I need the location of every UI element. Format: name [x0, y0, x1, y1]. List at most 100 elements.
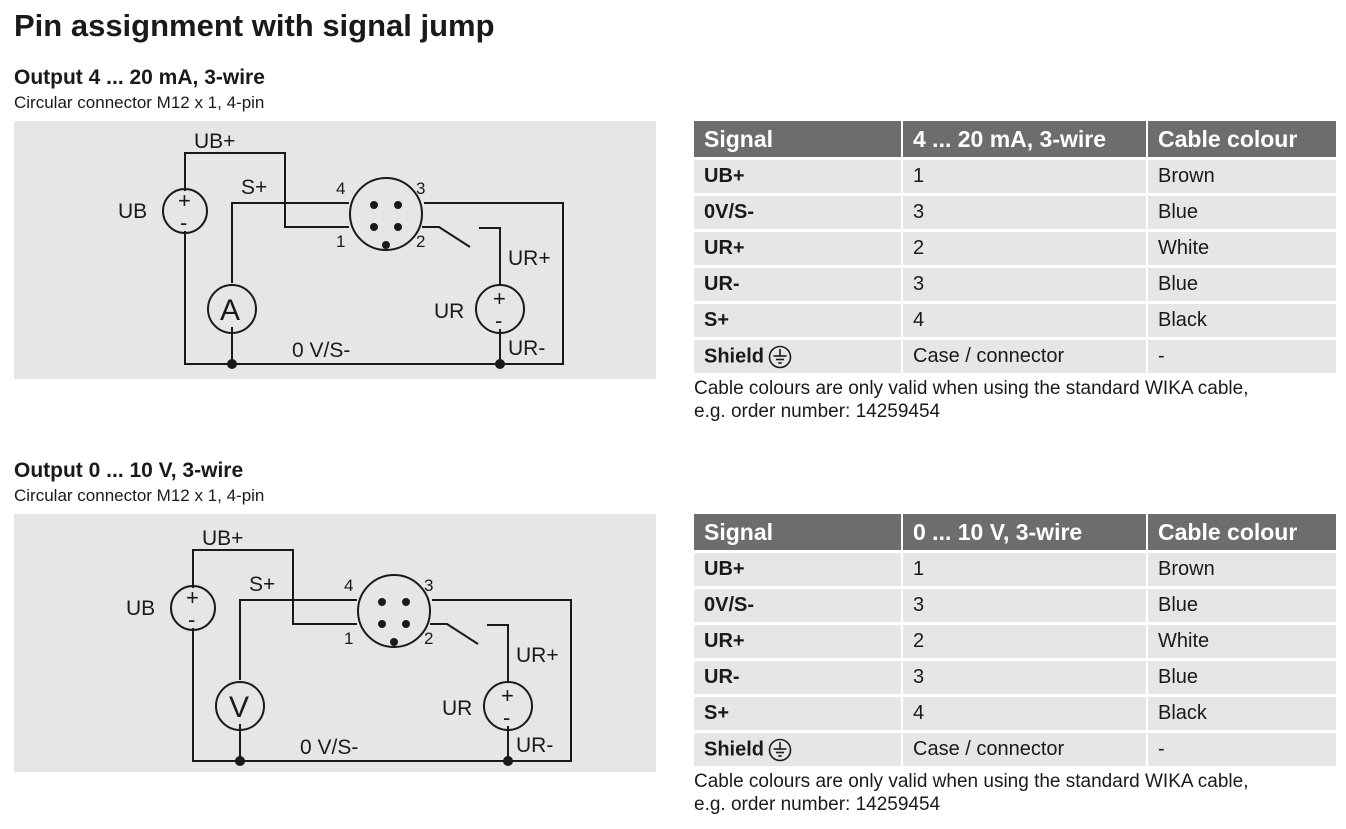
header-signal: Signal	[694, 121, 903, 157]
wiring-schematic: UB+ UB + - S+ 4 3 1 2 V UR+ UR + - UR- 0…	[126, 527, 572, 766]
label-ub: UB	[126, 597, 155, 620]
voltmeter-icon: V	[229, 691, 249, 724]
source-plus-sign: +	[178, 188, 191, 213]
label-ur-minus: UR-	[508, 337, 545, 360]
label-ub: UB	[118, 200, 147, 223]
section-heading-current-output: Output 4 ... 20 mA, 3-wire	[14, 66, 265, 89]
table-row: UR+ 2 White	[694, 622, 1336, 658]
wiring-schematic: UB+ UB + - S+ 4 3 1 2 A UR+ UR + - UR- 0…	[118, 130, 564, 369]
label-pin-3: 3	[424, 576, 433, 595]
signal-cell: UB+	[694, 157, 903, 193]
colour-cell: Black	[1148, 301, 1336, 337]
pin-cell: 3	[903, 658, 1148, 694]
table-row: Shield Case / connector -	[694, 337, 1336, 373]
pin-cell: 3	[903, 193, 1148, 229]
header-cable-colour: Cable colour	[1148, 121, 1336, 157]
signal-cell: UR-	[694, 265, 903, 301]
pin-cell: 1	[903, 157, 1148, 193]
note-line: e.g. order number: 14259454	[694, 401, 941, 422]
label-pin-1: 1	[336, 232, 345, 251]
signal-label: Shield	[704, 344, 765, 367]
colour-cell: Blue	[1148, 658, 1336, 694]
load-plus-sign: +	[493, 286, 506, 311]
signal-cell: 0V/S-	[694, 193, 903, 229]
wiring-diagram-voltage-output: UB+ UB + - S+ 4 3 1 2 V UR+ UR + - UR- 0…	[14, 514, 656, 772]
colour-cell: Blue	[1148, 193, 1336, 229]
source-plus-sign: +	[186, 585, 199, 610]
ammeter-icon: A	[220, 294, 240, 327]
pin-cell: 4	[903, 694, 1148, 730]
note-line: Cable colours are only valid when using …	[694, 771, 1249, 792]
header-output: 0 ... 10 V, 3-wire	[903, 514, 1148, 550]
label-ur-plus: UR+	[508, 247, 551, 270]
label-pin-4: 4	[336, 179, 345, 198]
label-s-plus: S+	[249, 573, 275, 596]
cable-note-voltage-output: Cable colours are only valid when using …	[694, 770, 1248, 816]
pin-cell: 2	[903, 229, 1148, 265]
pin-cell: 4	[903, 301, 1148, 337]
table-row: S+ 4 Black	[694, 694, 1336, 730]
load-minus-sign: -	[503, 705, 510, 730]
section-heading-voltage-output: Output 0 ... 10 V, 3-wire	[14, 459, 244, 482]
load-plus-sign: +	[501, 683, 514, 708]
colour-cell: White	[1148, 229, 1336, 265]
pin-assignment-table-current-output: Signal 4 ... 20 mA, 3-wire Cable colour …	[694, 121, 1336, 373]
source-minus-sign: -	[188, 607, 195, 632]
signal-cell: S+	[694, 301, 903, 337]
label-ur: UR	[434, 300, 464, 323]
pin-cell: 3	[903, 586, 1148, 622]
signal-cell-shield: Shield	[694, 730, 903, 766]
label-pin-3: 3	[416, 179, 425, 198]
label-pin-2: 2	[424, 629, 433, 648]
section-subheading-current-output: Circular connector M12 x 1, 4-pin	[14, 93, 265, 112]
signal-cell: UR+	[694, 622, 903, 658]
table-row: Shield Case / connector -	[694, 730, 1336, 766]
colour-cell: Brown	[1148, 157, 1336, 193]
signal-cell: S+	[694, 694, 903, 730]
colour-cell: -	[1148, 337, 1336, 373]
signal-cell-shield: Shield	[694, 337, 903, 373]
colour-cell: Brown	[1148, 550, 1336, 586]
colour-cell: -	[1148, 730, 1336, 766]
wiring-diagram-current-output: UB+ UB + - S+ 4 3 1 2 A UR+ UR + - UR- 0…	[14, 121, 656, 379]
colour-cell: Black	[1148, 694, 1336, 730]
label-pin-4: 4	[344, 576, 353, 595]
header-output: 4 ... 20 mA, 3-wire	[903, 121, 1148, 157]
label-pin-2: 2	[416, 232, 425, 251]
section-subheading-voltage-output: Circular connector M12 x 1, 4-pin	[14, 486, 265, 505]
load-minus-sign: -	[495, 308, 502, 333]
label-ub-plus: UB+	[194, 130, 235, 153]
pin-cell: 2	[903, 622, 1148, 658]
header-cable-colour: Cable colour	[1148, 514, 1336, 550]
header-signal: Signal	[694, 514, 903, 550]
pin-cell: Case / connector	[903, 730, 1148, 766]
table-row: UR- 3 Blue	[694, 265, 1336, 301]
cable-note-current-output: Cable colours are only valid when using …	[694, 377, 1248, 423]
pin-cell: 1	[903, 550, 1148, 586]
table-row: 0V/S- 3 Blue	[694, 586, 1336, 622]
table-row: 0V/S- 3 Blue	[694, 193, 1336, 229]
colour-cell: White	[1148, 622, 1336, 658]
label-ub-plus: UB+	[202, 527, 243, 550]
label-ur-plus: UR+	[516, 644, 559, 667]
signal-cell: 0V/S-	[694, 586, 903, 622]
colour-cell: Blue	[1148, 265, 1336, 301]
signal-cell: UR-	[694, 658, 903, 694]
pin-cell: Case / connector	[903, 337, 1148, 373]
label-s-plus: S+	[241, 176, 267, 199]
pin-assignment-table-voltage-output: Signal 0 ... 10 V, 3-wire Cable colour U…	[694, 514, 1336, 766]
signal-label: Shield	[704, 737, 765, 760]
table-row: S+ 4 Black	[694, 301, 1336, 337]
note-line: e.g. order number: 14259454	[694, 794, 941, 815]
note-line: Cable colours are only valid when using …	[694, 378, 1249, 399]
table-row: UB+ 1 Brown	[694, 157, 1336, 193]
colour-cell: Blue	[1148, 586, 1336, 622]
label-ur-minus: UR-	[516, 734, 553, 757]
earth-ground-icon	[768, 738, 792, 761]
page-title: Pin assignment with signal jump	[14, 8, 495, 43]
label-pin-1: 1	[344, 629, 353, 648]
source-minus-sign: -	[180, 210, 187, 235]
table-row: UR+ 2 White	[694, 229, 1336, 265]
signal-cell: UB+	[694, 550, 903, 586]
table-row: UR- 3 Blue	[694, 658, 1336, 694]
